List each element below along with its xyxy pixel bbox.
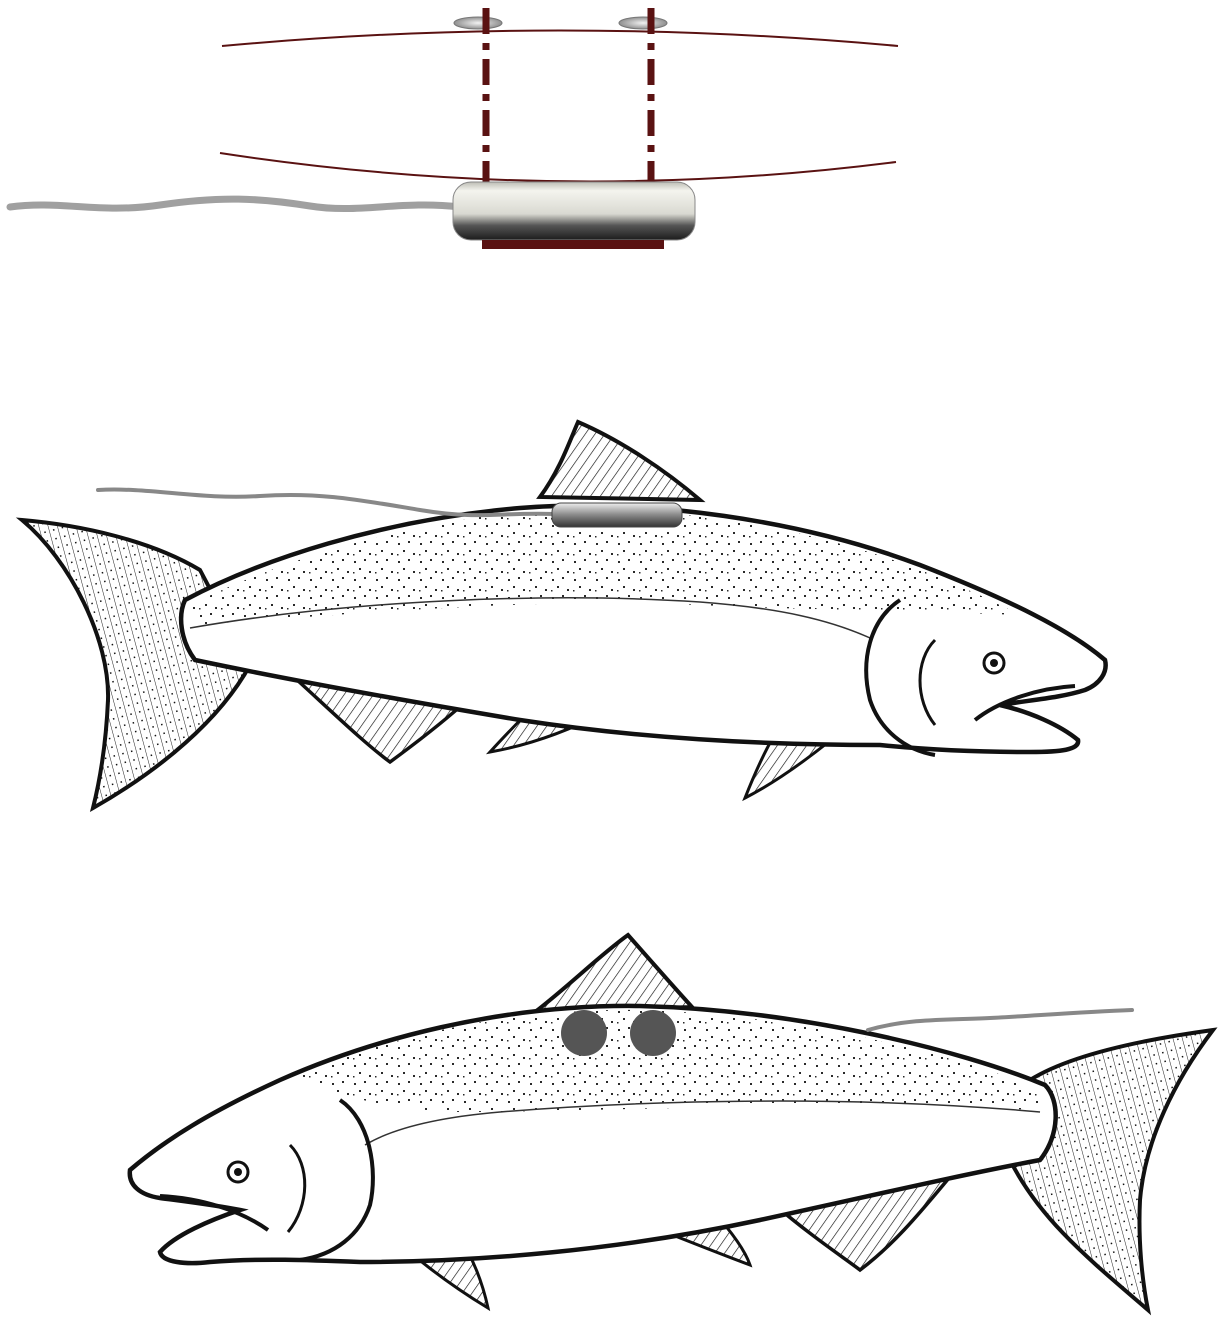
attachment-point-rear <box>630 1010 676 1056</box>
salmon-side-view-right <box>22 422 1106 808</box>
transmitter-tag <box>552 503 682 527</box>
antenna-wire <box>868 1010 1132 1030</box>
dorsal-fin <box>540 422 700 500</box>
tag-attachment-detail <box>10 8 898 249</box>
lower-wire <box>220 153 896 181</box>
tail-fin <box>1010 1030 1213 1310</box>
dorsal-fin <box>535 935 692 1012</box>
attachment-point-front <box>561 1010 607 1056</box>
pupil <box>234 1168 242 1176</box>
salmon-side-view-left <box>130 935 1213 1310</box>
right-washer <box>619 17 667 29</box>
upper-wire <box>222 31 898 47</box>
antenna-wire <box>10 199 460 208</box>
left-washer <box>454 17 502 29</box>
transmitter-tag <box>453 182 695 240</box>
pupil <box>990 659 998 667</box>
backing-plate <box>482 240 664 249</box>
